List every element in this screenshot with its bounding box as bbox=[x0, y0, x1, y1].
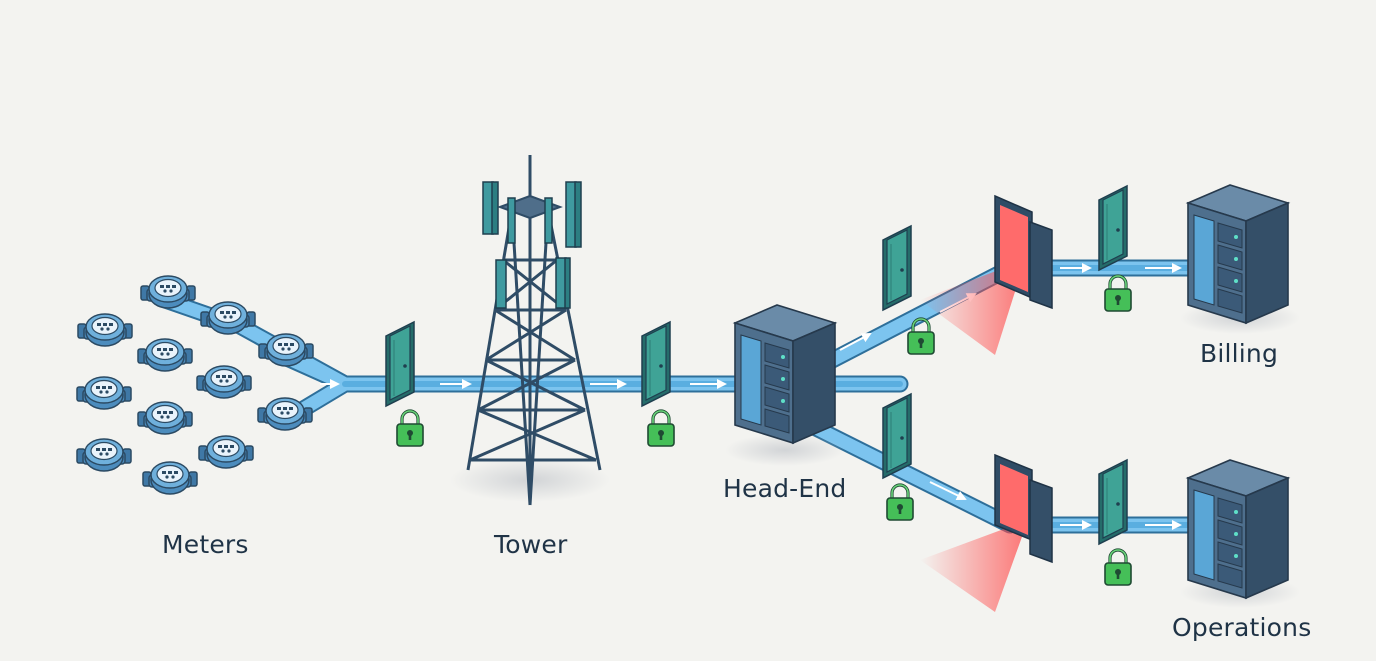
operations-server bbox=[1180, 459, 1300, 608]
water-meter-icon bbox=[77, 313, 133, 347]
door-icon bbox=[882, 225, 912, 311]
water-meter-icon bbox=[198, 435, 254, 469]
padlock-icon bbox=[906, 317, 936, 356]
door-icon bbox=[1098, 459, 1128, 545]
water-meter-icon bbox=[76, 376, 132, 410]
server-icon bbox=[1187, 184, 1289, 324]
padlock-icon bbox=[395, 409, 425, 448]
door-icon bbox=[641, 321, 671, 407]
server-icon bbox=[734, 304, 836, 444]
door-icon bbox=[1098, 185, 1128, 271]
water-meter-icon bbox=[142, 461, 198, 495]
firewall-lower bbox=[920, 453, 1053, 612]
door-icon bbox=[385, 321, 415, 407]
head-end-server bbox=[725, 304, 845, 466]
firewall-upper bbox=[920, 194, 1053, 355]
water-meter-icon bbox=[76, 438, 132, 472]
water-meter-icon bbox=[137, 338, 193, 372]
meters-label: Meters bbox=[162, 530, 249, 559]
server-icon bbox=[1187, 459, 1289, 599]
water-meter-icon bbox=[196, 365, 252, 399]
door-icon bbox=[882, 393, 912, 479]
padlock-icon bbox=[1103, 274, 1133, 313]
head-end-label: Head-End bbox=[723, 474, 847, 503]
billing-label: Billing bbox=[1200, 339, 1279, 368]
padlock-icon bbox=[885, 483, 915, 522]
tower bbox=[450, 155, 610, 506]
padlock-icon bbox=[1103, 548, 1133, 587]
padlock-icon bbox=[646, 409, 676, 448]
operations-label: Operations bbox=[1172, 613, 1312, 642]
tower-label: Tower bbox=[494, 530, 568, 559]
water-meter-icon bbox=[137, 401, 193, 435]
billing-server bbox=[1180, 184, 1300, 334]
